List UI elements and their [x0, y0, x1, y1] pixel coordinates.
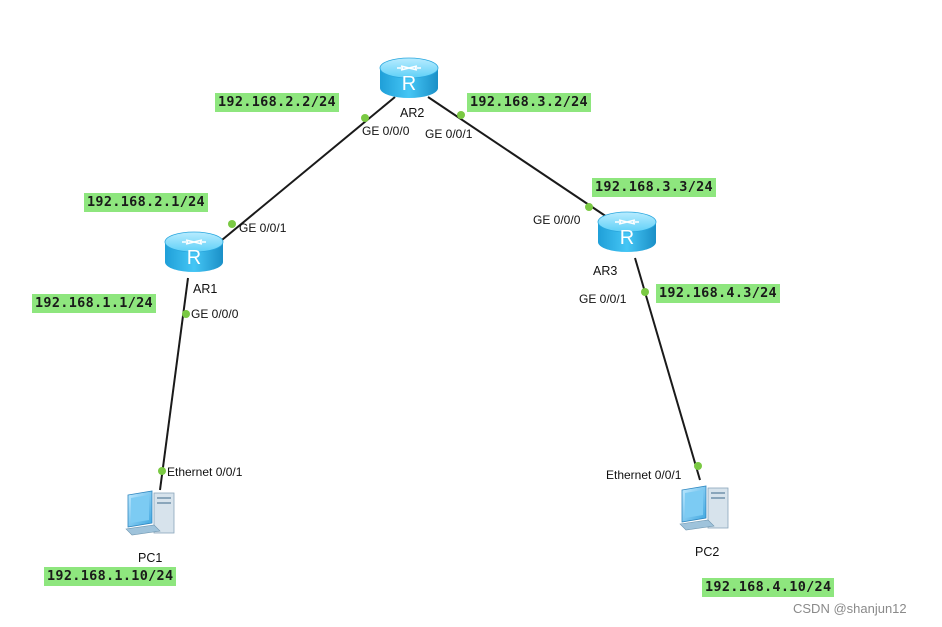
port-dot-pc2-eth — [694, 462, 702, 470]
device-name-ar2: AR2 — [400, 106, 425, 120]
router-ar1-icon[interactable] — [164, 231, 224, 273]
port-label-ar3-ge000: GE 0/0/0 — [533, 213, 581, 227]
port-label-ar1-ge001: GE 0/0/1 — [239, 221, 287, 235]
link-ar2-ar1 — [204, 96, 396, 255]
port-dot-ar3-ge001 — [641, 288, 649, 296]
port-dot-ar3-ge000 — [585, 203, 593, 211]
port-dot-pc1-eth — [158, 467, 166, 475]
port-dot-ar1-ge000 — [182, 310, 190, 318]
pc2-icon[interactable] — [679, 485, 729, 531]
ip-label-pc1: 192.168.1.10/24 — [44, 567, 177, 586]
link-ar2-ar3 — [427, 96, 611, 220]
device-name-pc2: PC2 — [695, 545, 720, 559]
port-dot-ar2-ge000 — [361, 114, 369, 122]
ip-label-ar1-bottom: 192.168.1.1/24 — [32, 294, 156, 313]
device-name-ar1: AR1 — [193, 282, 218, 296]
port-label-ar1-ge000: GE 0/0/0 — [191, 307, 239, 321]
watermark: CSDN @shanjun12 — [793, 601, 907, 616]
router-ar2-icon[interactable] — [379, 57, 439, 99]
router-ar3-icon[interactable] — [597, 211, 657, 253]
port-label-ar3-ge001: GE 0/0/1 — [579, 292, 627, 306]
ip-label-ar3-top: 192.168.3.3/24 — [592, 178, 716, 197]
ip-label-ar2-left: 192.168.2.2/24 — [215, 93, 339, 112]
port-dot-ar1-ge001 — [228, 220, 236, 228]
device-name-ar3: AR3 — [593, 264, 618, 278]
port-label-pc1-eth: Ethernet 0/0/1 — [167, 465, 243, 479]
port-label-ar2-ge000: GE 0/0/0 — [362, 124, 410, 138]
ip-label-pc2: 192.168.4.10/24 — [702, 578, 835, 597]
pc1-icon[interactable] — [125, 490, 175, 536]
port-dot-ar2-ge001 — [457, 111, 465, 119]
ip-label-ar1-top: 192.168.2.1/24 — [84, 193, 208, 212]
port-label-pc2-eth: Ethernet 0/0/1 — [606, 468, 682, 482]
port-label-ar2-ge001: GE 0/0/1 — [425, 127, 473, 141]
ip-label-ar3-bottom: 192.168.4.3/24 — [656, 284, 780, 303]
link-ar1-pc1 — [159, 277, 189, 491]
ip-label-ar2-right: 192.168.3.2/24 — [467, 93, 591, 112]
device-name-pc1: PC1 — [138, 551, 163, 565]
